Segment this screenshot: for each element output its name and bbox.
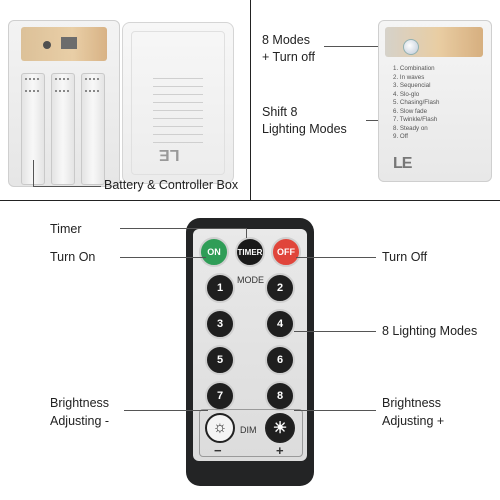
spring-icon bbox=[85, 78, 99, 92]
caption-leader-vertical bbox=[33, 160, 34, 186]
controller-board bbox=[21, 27, 107, 61]
battery-slot bbox=[51, 73, 75, 185]
brightness-up-button[interactable]: ☀ bbox=[265, 413, 295, 443]
mode-label: MODE bbox=[237, 275, 264, 285]
turn-off-leader bbox=[296, 257, 376, 258]
turn-on-callout: Turn On bbox=[50, 250, 96, 264]
caption-leader-horizontal bbox=[33, 186, 101, 187]
controller-board bbox=[385, 27, 483, 57]
brightness-down-line2: Adjusting - bbox=[50, 414, 110, 428]
lighting-modes-callout: 8 Lighting Modes bbox=[382, 324, 478, 338]
mode-6-button[interactable]: 6 bbox=[265, 345, 295, 375]
mode-3-button[interactable]: 3 bbox=[205, 309, 235, 339]
spring-icon bbox=[55, 78, 69, 92]
brightness-up-line2: Adjusting + bbox=[382, 414, 445, 428]
mode-item: 6. Slow fade bbox=[393, 107, 428, 115]
shift-label: Shift 8 Lighting Modes bbox=[262, 104, 347, 138]
mode-7-button[interactable]: 7 bbox=[205, 381, 235, 411]
shift-label-line2: Lighting Modes bbox=[262, 122, 347, 136]
brightness-up-callout: Brightness Adjusting + bbox=[382, 394, 444, 430]
timer-leader bbox=[120, 228, 246, 229]
modes-label: 8 Modes + Turn off bbox=[262, 32, 315, 66]
plus-label: + bbox=[276, 443, 284, 458]
mode-item: 7. Twinkle/Flash bbox=[393, 116, 438, 123]
remote-control: ON TIMER OFF MODE 1 2 3 4 5 6 7 8 ☼ DIM … bbox=[186, 218, 314, 486]
dim-section bbox=[199, 409, 303, 457]
lid-inner-frame bbox=[131, 31, 225, 175]
turn-off-callout: Turn Off bbox=[382, 250, 428, 264]
brightness-down-callout: Brightness Adjusting - bbox=[50, 394, 109, 430]
sun-filled-icon: ☀ bbox=[272, 420, 288, 437]
minus-label: − bbox=[214, 443, 222, 458]
controller-box: 1. Combination 2. In waves 3. Sequencial… bbox=[378, 20, 492, 182]
turn-on-leader bbox=[120, 257, 206, 258]
lighting-modes-leader bbox=[294, 331, 376, 332]
mode-4-button[interactable]: 4 bbox=[265, 309, 295, 339]
lid-logo: LE bbox=[159, 146, 180, 163]
brightness-down-leader bbox=[124, 410, 208, 411]
mode-item: 9. Off bbox=[393, 133, 409, 140]
modes-label-line2: + Turn off bbox=[262, 50, 315, 64]
mode-item: 1. Combination bbox=[393, 65, 435, 72]
mode-item: 5. Chasing/Flash bbox=[393, 99, 440, 106]
timer-leader-drop bbox=[246, 228, 247, 238]
dim-label: DIM bbox=[240, 425, 257, 435]
horizontal-divider bbox=[0, 200, 500, 201]
spring-icon bbox=[25, 78, 39, 92]
controller-panel: 8 Modes + Turn off Shift 8 Lighting Mode… bbox=[252, 0, 500, 200]
mode-item: 8. Steady on bbox=[393, 124, 428, 132]
brand-logo: LE bbox=[393, 155, 412, 172]
lid-mode-lines bbox=[153, 71, 203, 143]
on-button[interactable]: ON bbox=[199, 237, 229, 267]
mode-list: 1. Combination 2. In waves 3. Sequencial… bbox=[393, 65, 439, 142]
mode-item: 3. Sequencial bbox=[393, 82, 431, 89]
timer-callout: Timer bbox=[50, 222, 82, 236]
sun-outline-icon: ☼ bbox=[212, 419, 228, 436]
board-chip bbox=[61, 37, 77, 49]
mode-item: 4. Slo-glo bbox=[393, 90, 420, 98]
mode-8-button[interactable]: 8 bbox=[265, 381, 295, 411]
brightness-up-line1: Brightness bbox=[382, 396, 442, 410]
mode-1-button[interactable]: 1 bbox=[205, 273, 235, 303]
shift-label-line1: Shift 8 bbox=[262, 105, 298, 119]
mode-5-button[interactable]: 5 bbox=[205, 345, 235, 375]
modes-leader bbox=[324, 46, 394, 47]
remote-face: ON TIMER OFF MODE 1 2 3 4 5 6 7 8 ☼ DIM … bbox=[193, 229, 307, 461]
brightness-down-line1: Brightness bbox=[50, 396, 110, 410]
mode-button-icon bbox=[403, 39, 419, 55]
off-button[interactable]: OFF bbox=[271, 237, 301, 267]
board-button bbox=[43, 41, 51, 49]
mode-2-button[interactable]: 2 bbox=[265, 273, 295, 303]
brightness-down-button[interactable]: ☼ bbox=[205, 413, 235, 443]
brightness-up-leader bbox=[294, 410, 376, 411]
modes-label-line1: 8 Modes bbox=[262, 33, 310, 47]
battery-box-panel: LE Battery & Controller Box bbox=[0, 0, 250, 200]
vertical-divider bbox=[250, 0, 251, 200]
battery-slot bbox=[81, 73, 105, 185]
battery-box-lid: LE bbox=[122, 22, 234, 184]
battery-box-base bbox=[8, 20, 120, 187]
battery-box-caption: Battery & Controller Box bbox=[104, 178, 239, 192]
timer-button[interactable]: TIMER bbox=[235, 237, 265, 267]
mode-item: 2. In waves bbox=[393, 73, 425, 81]
